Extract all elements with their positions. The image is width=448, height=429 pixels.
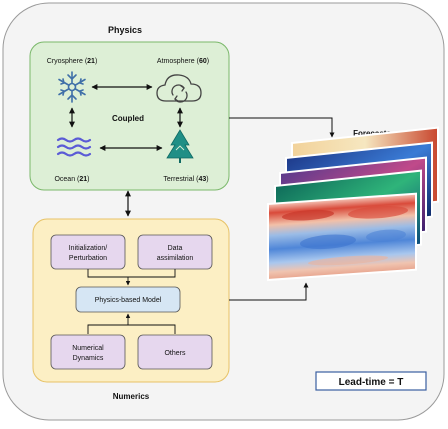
data-assimilation-box — [137, 234, 213, 270]
physics-model-label: Physics-based Model — [95, 297, 162, 304]
snowflake-icon — [58, 71, 86, 103]
coupled-label: Coupled — [112, 114, 144, 123]
forecast-maps — [267, 126, 439, 282]
initialization-label-line2: Perturbation — [69, 255, 107, 262]
numerical-dynamics-label-line1: Numerical — [72, 345, 104, 352]
forecasts-title: Forecasts — [353, 129, 391, 138]
lead-time-label: Lead-time = T — [339, 377, 404, 388]
numerical-dynamics-label-line2: Dynamics — [73, 355, 104, 362]
waves-icon — [56, 137, 92, 157]
lead-time-box — [315, 371, 427, 391]
physics-model-box — [75, 286, 181, 313]
connector-bottom — [87, 313, 176, 334]
ocean-label: Ocean (21) — [54, 176, 89, 183]
atmosphere-label: Atmosphere (60) — [157, 58, 209, 65]
initialization-box — [50, 234, 126, 270]
others-box — [137, 334, 213, 370]
initialization-label-line1: Initialization/ — [69, 245, 108, 252]
numerical-dynamics-box — [50, 334, 126, 370]
connector-top — [87, 269, 176, 286]
numerics-title: Numerics — [113, 392, 150, 401]
tree-icon — [166, 129, 194, 163]
cryosphere-label: Cryosphere (21) — [47, 58, 98, 65]
data-assimilation-label-line1: Data — [168, 245, 183, 252]
arrow-model-forecasts — [229, 282, 309, 301]
data-assimilation-label-line2: assimilation — [157, 255, 194, 262]
physics-title: Physics — [108, 25, 142, 35]
terrestrial-label: Terrestrial (43) — [163, 176, 208, 183]
arrow-physics-forecasts — [229, 117, 335, 138]
cloud-icon — [156, 74, 202, 103]
others-label: Others — [164, 350, 186, 357]
